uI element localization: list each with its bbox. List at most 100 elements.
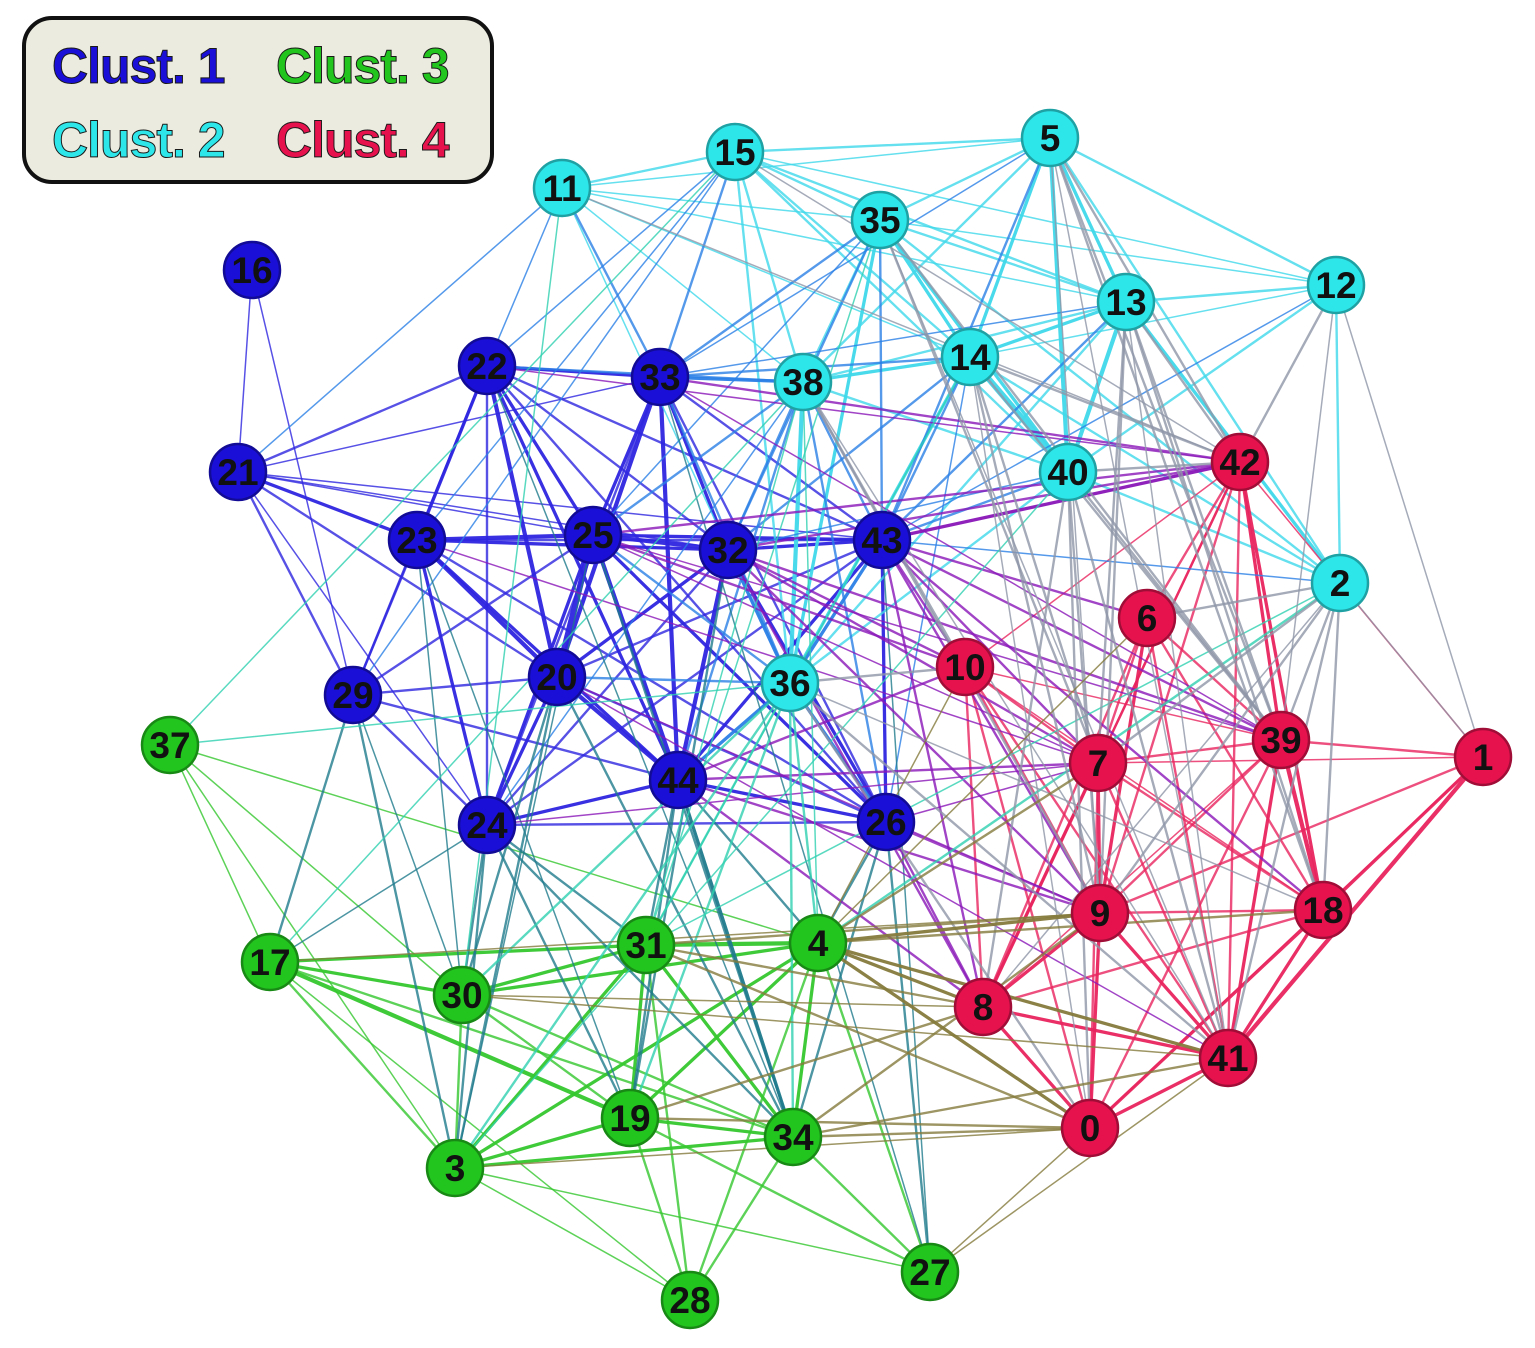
node-label-16: 16 <box>231 250 272 291</box>
edge-42-9 <box>1098 460 1242 915</box>
edge-43-35 <box>878 218 884 542</box>
node-label-9: 9 <box>1090 893 1111 934</box>
node-label-30: 30 <box>441 975 482 1016</box>
node-label-10: 10 <box>944 647 985 688</box>
edge-25-35 <box>592 219 881 536</box>
node-6: 6 <box>1117 588 1177 648</box>
edge-44-29 <box>351 693 680 782</box>
edge-11-42 <box>561 187 1241 463</box>
node-26: 26 <box>856 792 916 852</box>
edge-31-8 <box>644 943 985 1009</box>
node-31: 31 <box>616 915 676 975</box>
edge-29-17 <box>268 693 355 964</box>
edge-22-15 <box>486 151 736 367</box>
edge-13-40 <box>1065 299 1129 475</box>
node-38: 38 <box>773 352 833 412</box>
edge-21-24 <box>237 471 488 826</box>
node-circle-24 <box>457 795 517 855</box>
edge-13-42 <box>1124 300 1242 464</box>
edge-15-14 <box>733 150 972 359</box>
node-circle-42 <box>1210 432 1270 492</box>
edge-30-41 <box>461 994 1229 1059</box>
edge-21-29 <box>236 470 355 697</box>
edge-23-30 <box>416 539 463 996</box>
node-circle-41 <box>1198 1028 1258 1088</box>
node-28: 28 <box>660 1270 720 1330</box>
edge-18-41 <box>1226 908 1325 1060</box>
edge-42-39 <box>1238 460 1283 742</box>
node-30: 30 <box>432 965 492 1025</box>
edge-17-3 <box>268 960 457 1170</box>
edge-24-38 <box>486 381 804 826</box>
edge-40-41 <box>1066 470 1230 1060</box>
edge-20-41 <box>556 676 1229 1059</box>
node-circle-29 <box>323 665 383 725</box>
node-label-41: 41 <box>1207 1038 1248 1079</box>
edge-33-35 <box>658 218 882 379</box>
node-circle-28 <box>660 1270 720 1330</box>
node-27: 27 <box>900 1242 960 1302</box>
edge-40-8 <box>981 470 1070 1009</box>
edge-25-42 <box>591 460 1242 537</box>
edge-5-12 <box>1048 136 1338 287</box>
edge-31-34 <box>644 943 795 1139</box>
node-circle-44 <box>648 750 708 810</box>
node-label-24: 24 <box>466 805 508 846</box>
edge-19-8 <box>628 1005 985 1120</box>
edge-26-27 <box>884 820 932 1274</box>
edge-19-3 <box>453 1116 632 1170</box>
node-13: 13 <box>1096 272 1156 332</box>
edge-5-15 <box>733 136 1052 154</box>
edge-33-5 <box>659 137 1051 378</box>
edge-21-23 <box>236 470 419 542</box>
edge-42-18 <box>1238 460 1325 912</box>
edge-43-39 <box>880 538 1283 742</box>
edge-3-28 <box>454 1167 691 1301</box>
edge-20-3 <box>453 675 559 1170</box>
node-29: 29 <box>323 665 383 725</box>
edge-30-8 <box>461 994 984 1008</box>
node-label-44: 44 <box>657 760 699 801</box>
node-circle-1 <box>1453 727 1513 787</box>
edge-36-41 <box>788 681 1230 1060</box>
edge-43-12 <box>881 284 1337 541</box>
edge-24-7 <box>486 762 1099 826</box>
edge-7-39 <box>1096 738 1283 765</box>
edge-4-3 <box>453 941 820 1170</box>
edge-2-1 <box>1339 582 1484 758</box>
edge-27-0 <box>929 1127 1091 1273</box>
edge-19-28 <box>628 1116 692 1302</box>
node-label-40: 40 <box>1047 452 1088 493</box>
node-circle-22 <box>457 336 517 396</box>
edge-43-27 <box>881 539 931 1273</box>
node-label-8: 8 <box>973 987 994 1028</box>
edge-35-41 <box>879 219 1229 1059</box>
node-label-5: 5 <box>1040 118 1061 159</box>
node-label-11: 11 <box>542 168 581 209</box>
edge-5-11 <box>561 137 1051 189</box>
node-circle-25 <box>563 505 623 565</box>
node-circle-35 <box>850 190 910 250</box>
edge-15-40 <box>733 150 1070 474</box>
legend-cluster-4: Clust. 4 <box>276 112 451 168</box>
node-35: 35 <box>850 190 910 250</box>
node-label-43: 43 <box>861 520 902 561</box>
node-4: 4 <box>788 913 848 973</box>
node-43: 43 <box>852 510 912 570</box>
node-circle-30 <box>432 965 492 1025</box>
node-2: 2 <box>1310 553 1370 613</box>
node-22: 22 <box>457 336 517 396</box>
edge-32-19 <box>628 548 730 1120</box>
edge-34-9 <box>791 911 1102 1139</box>
node-label-7: 7 <box>1088 743 1109 784</box>
edge-21-25 <box>237 471 594 536</box>
edge-44-7 <box>676 761 1100 782</box>
node-circle-40 <box>1038 442 1098 502</box>
node-label-21: 21 <box>217 452 258 493</box>
node-label-25: 25 <box>572 515 613 556</box>
edge-4-18 <box>816 908 1325 945</box>
node-circle-27 <box>900 1242 960 1302</box>
edge-2-31 <box>645 582 1341 946</box>
node-circle-18 <box>1293 880 1353 940</box>
